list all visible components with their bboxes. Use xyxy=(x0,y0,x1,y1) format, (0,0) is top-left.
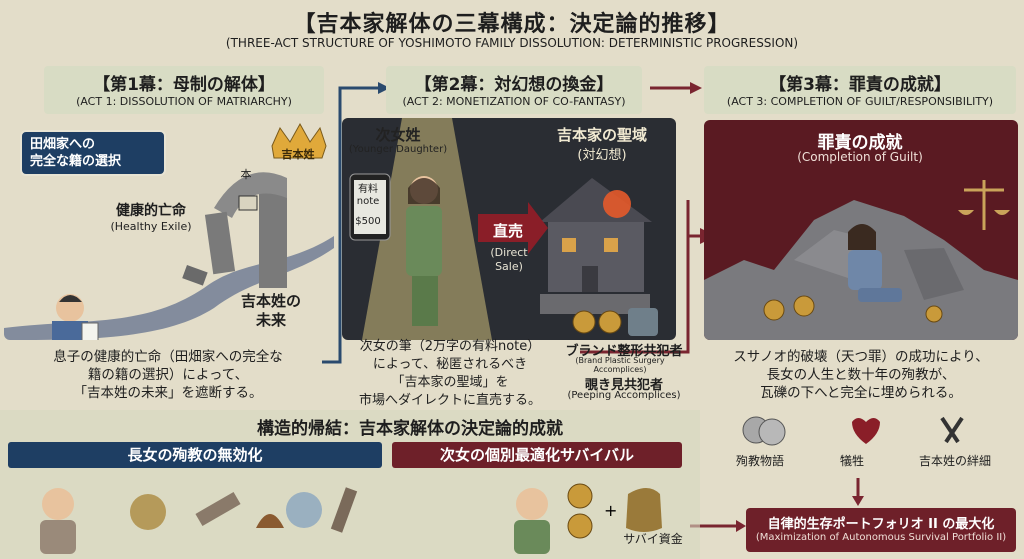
daughter-en: (Younger Daughter) xyxy=(348,144,448,155)
final-box: 自律的生存ポートフォリオ II の最大化 (Maximization of Au… xyxy=(746,508,1016,552)
right-bottom-icons: + xyxy=(514,483,662,554)
final-en: (Maximization of Autonomous Survival Por… xyxy=(755,532,1007,543)
act3-title: 【第3幕：罪責の成就】 xyxy=(769,75,951,95)
choice-label: 田畑家への 完全な籍の選択 xyxy=(20,130,166,176)
exile-en: (Healthy Exile) xyxy=(110,220,192,233)
broken-arch xyxy=(182,172,287,288)
left-subhead: 長女の殉教の無効化 xyxy=(8,442,382,468)
scales-icon xyxy=(958,180,1010,230)
final-label: 自律的生存ポートフォリオ II の最大化 xyxy=(767,517,995,532)
fund-label: サバイ資金 xyxy=(623,532,683,546)
icon-caption-sacrifice: 犠牲 xyxy=(839,454,864,468)
main-subtitle: (THREE-ACT STRUCTURE OF YOSHIMOTO FAMILY… xyxy=(225,36,799,50)
direct-sale-en: (Direct Sale) xyxy=(490,246,528,273)
act1-scene xyxy=(4,118,334,340)
phone-price: $500 xyxy=(355,216,381,227)
guilt-label: 罪責の成就 xyxy=(817,133,903,153)
gate-label: 本 xyxy=(240,168,252,181)
man-figure xyxy=(52,294,99,340)
act3-illustration xyxy=(704,180,1018,340)
act3-scene xyxy=(704,120,1018,340)
brand-label: ブランド整形共犯者 xyxy=(565,344,683,359)
brand-en: (Brand Plastic Surgery Accomplices) xyxy=(575,356,665,374)
act2-illustration xyxy=(349,118,652,340)
act3-subtitle: (ACT 3: COMPLETION OF GUILT/RESPONSIBILI… xyxy=(726,95,994,108)
icon-caption-bond: 吉本姓の絆細 xyxy=(918,454,991,468)
peep-en: (Peeping Accomplices) xyxy=(567,390,681,401)
grieving-woman xyxy=(848,224,902,302)
crown-icon xyxy=(271,122,327,159)
act1-illustration xyxy=(4,122,334,340)
act2-header: 【第2幕：対幻想の換金】 (ACT 2: MONETIZATION OF CO-… xyxy=(386,66,642,114)
act3-body: スサノオ的破壊（天つ罪）の成功により、 長女の人生と数十年の殉教が、 瓦礫の下へ… xyxy=(733,349,989,401)
sanctuary-house xyxy=(540,178,652,314)
act2-title: 【第2幕：対幻想の換金】 xyxy=(414,75,614,95)
daughter-label: 次女姓 xyxy=(375,126,421,144)
exile-label: 健康的亡命 xyxy=(116,203,186,219)
act2-scene xyxy=(342,118,676,340)
act2-subtitle: (ACT 2: MONETIZATION OF CO-FANTASY) xyxy=(402,95,626,108)
act1-subtitle: (ACT 1: DISSOLUTION OF MATRIARCHY) xyxy=(76,95,292,108)
icon-caption-martyrdom: 殉教物語 xyxy=(735,454,784,468)
svg-text:+: + xyxy=(604,501,617,520)
peep-label: 覗き見共犯者 xyxy=(584,378,663,393)
right-subhead: 次女の個別最適化サバイバル xyxy=(392,442,682,468)
act1-title: 【第1幕：母制の解体】 xyxy=(93,75,275,95)
sanctuary-label: 吉本家の聖域 xyxy=(556,126,647,144)
guilt-en: (Completion of Guilt) xyxy=(797,150,923,164)
phone-label: 有料 note xyxy=(356,184,380,207)
act3-header: 【第3幕：罪責の成就】 (ACT 3: COMPLETION OF GUILT/… xyxy=(704,66,1016,114)
act2-body: 次女の筆（2万字の有料note） によって、秘匿されるべき 「吉本家の聖域」を … xyxy=(358,339,541,408)
act1-header: 【第1幕：母制の解体】 (ACT 1: DISSOLUTION OF MATRI… xyxy=(44,66,324,114)
left-bottom-icons xyxy=(40,487,358,554)
main-title: 【吉本家解体の三幕構成：決定論的推移】 xyxy=(293,12,731,37)
act3-icons xyxy=(742,416,964,446)
crown-label: 吉本姓 xyxy=(281,148,315,161)
act1-body: 息子の健康的亡命（田畑家への完全な 籍の籍の選択）によって、 「吉本姓の未来」を… xyxy=(53,349,283,401)
daughter-figure xyxy=(406,176,442,326)
bottom-title: 構造的帰結：吉本家解体の決定論的成就 xyxy=(257,419,563,439)
direct-sale-label: 直売 xyxy=(492,222,523,240)
sanctuary-sub: (対幻想) xyxy=(577,148,627,163)
coin-puzzle-icons xyxy=(572,308,658,336)
future-label: 吉本姓の 未来 xyxy=(240,292,301,329)
